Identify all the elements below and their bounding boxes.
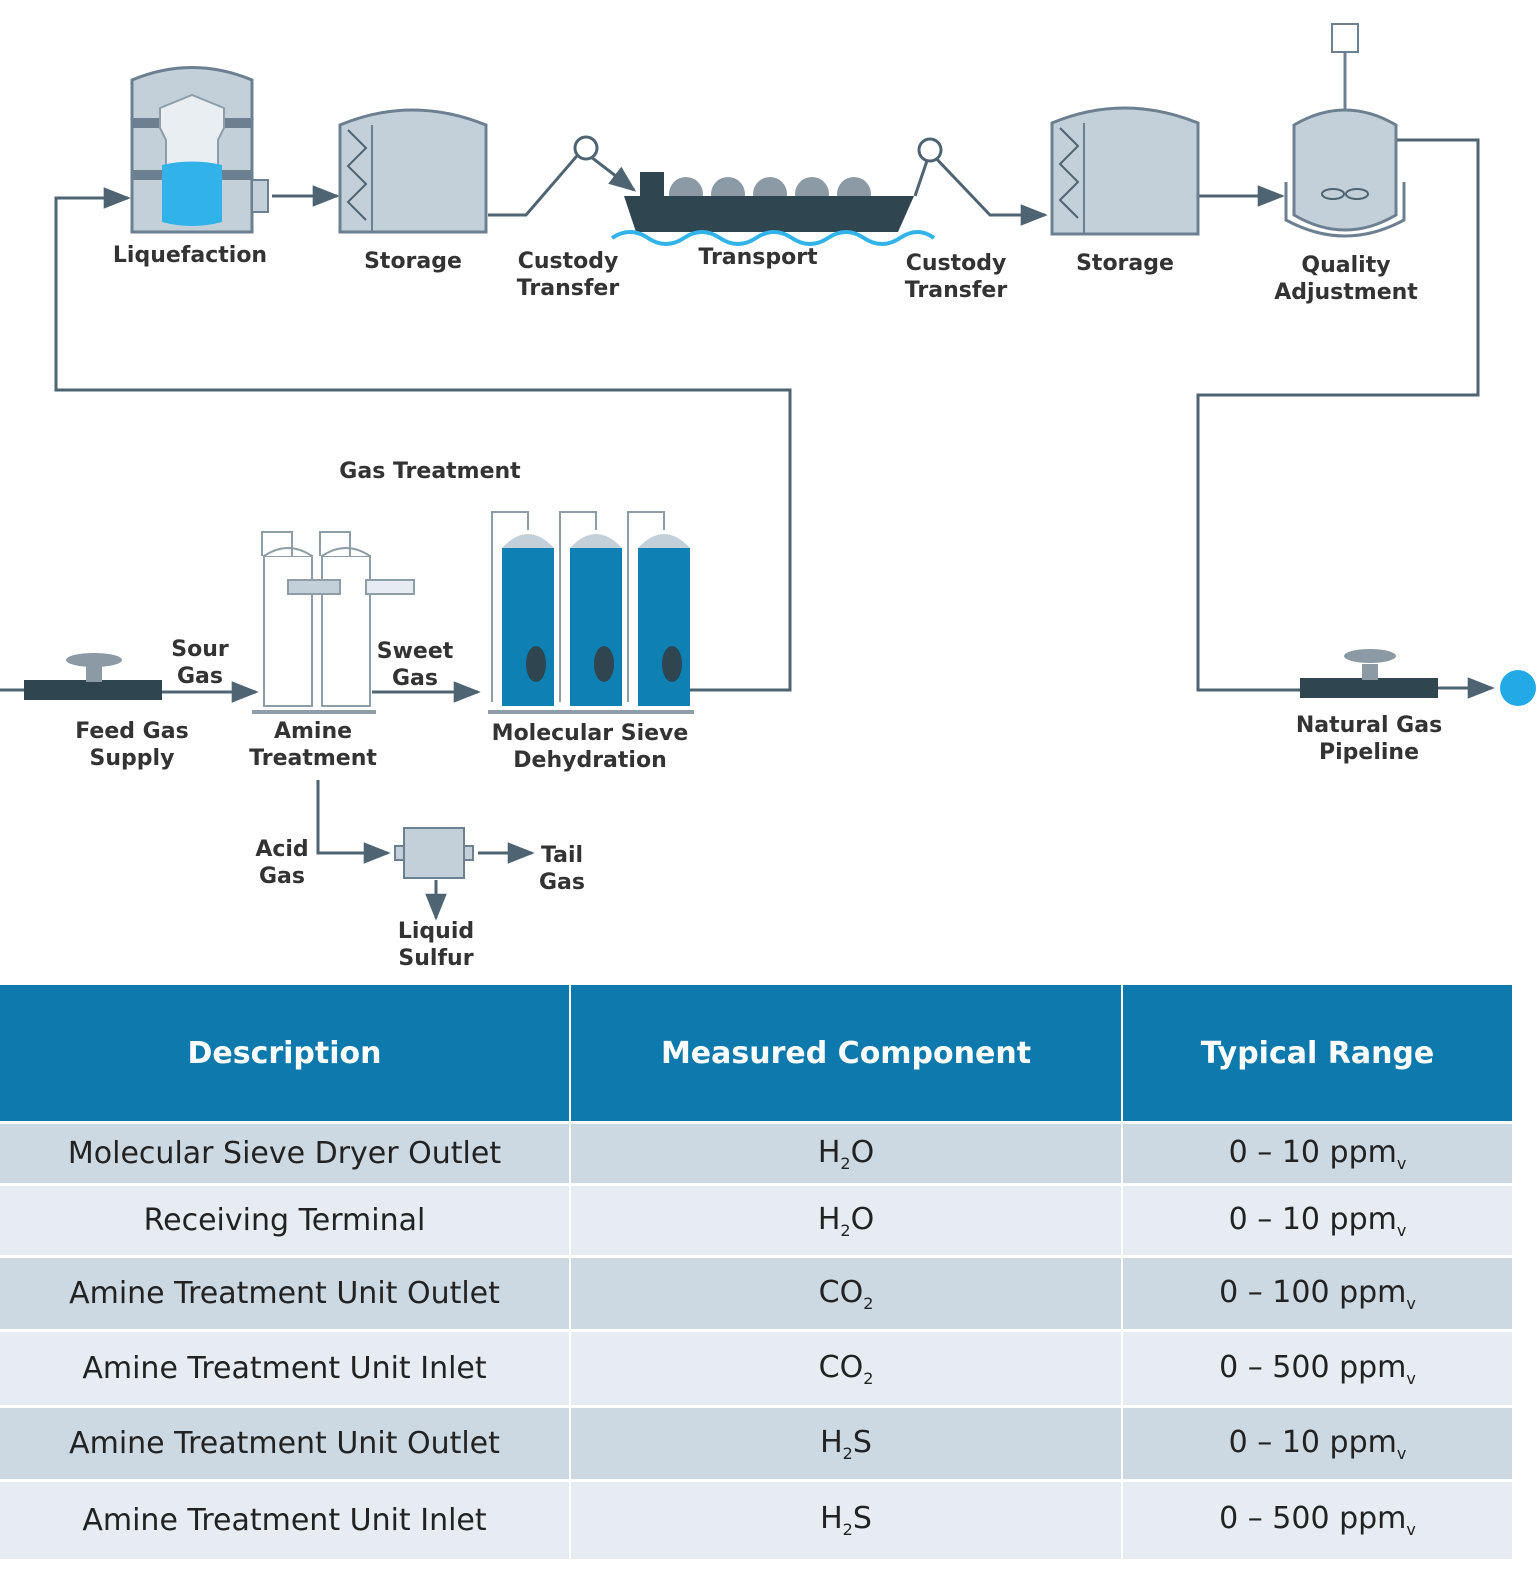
cell-range: 0 – 10 ppmv: [1122, 1183, 1512, 1257]
cell-component: H2O: [570, 1183, 1123, 1257]
lng-ship-icon: [610, 172, 936, 246]
table-row: Amine Treatment Unit Outlet H2S 0 – 10 p…: [0, 1405, 1512, 1481]
cell-range: 0 – 10 ppmv: [1122, 1121, 1512, 1185]
molecular-sieve-columns-icon: [488, 511, 694, 714]
label-gas-treatment: Gas Treatment: [339, 459, 521, 484]
label-feed-gas-supply: Feed Gas Supply: [75, 719, 189, 771]
flow-line-storage-to-ship: [488, 147, 637, 217]
pipeline-valve-icon: [1300, 649, 1438, 698]
label-custody-transfer-2: Custody Transfer: [904, 251, 1008, 303]
label-tail-gas: Tail Gas: [539, 843, 585, 895]
flow-line-dehydration-to-liquefaction: [54, 187, 792, 692]
label-sour-gas: Sour Gas: [171, 637, 229, 689]
cell-component: H2S: [570, 1479, 1123, 1559]
label-storage-1: Storage: [364, 249, 462, 274]
cell-component: CO2: [570, 1255, 1123, 1331]
process-flow-diagram: [0, 23, 1536, 921]
custody-transfer-1-icon: [573, 135, 599, 161]
pipeline-endpoint-dot: [1500, 670, 1536, 706]
cell-range: 0 – 10 ppmv: [1122, 1405, 1512, 1481]
feed-gas-valve-icon: [24, 653, 162, 700]
liquefaction-vessel-icon: [130, 66, 269, 234]
label-liquid-sulfur: Liquid Sulfur: [397, 919, 475, 971]
flow-line-quality-to-pipeline: [1196, 138, 1480, 692]
label-transport: Transport: [698, 245, 818, 270]
header-typical-range: Typical Range: [1122, 985, 1512, 1123]
table-row: Amine Treatment Unit Outlet CO2 0 – 100 …: [0, 1255, 1512, 1331]
label-quality-adjustment: Quality Adjustment: [1274, 253, 1418, 305]
cell-component: H2O: [570, 1121, 1123, 1185]
label-natural-gas-pipeline: Natural Gas Pipeline: [1295, 713, 1443, 765]
cell-description: Amine Treatment Unit Inlet: [0, 1479, 571, 1559]
cell-description: Amine Treatment Unit Outlet: [0, 1255, 571, 1331]
cell-description: Molecular Sieve Dryer Outlet: [0, 1121, 571, 1185]
label-sweet-gas: Sweet Gas: [376, 639, 454, 691]
label-storage-2: Storage: [1076, 251, 1174, 276]
cell-range: 0 – 500 ppmv: [1122, 1479, 1512, 1559]
table-row: Receiving Terminal H2O 0 – 10 ppmv: [0, 1183, 1512, 1257]
sulfur-recovery-unit-icon: [394, 827, 474, 879]
storage-tank-1-icon: [338, 108, 488, 234]
header-description: Description: [0, 985, 571, 1123]
flow-line-ship-to-storage: [913, 149, 1048, 226]
cell-description: Amine Treatment Unit Outlet: [0, 1405, 571, 1481]
cell-description: Receiving Terminal: [0, 1183, 571, 1257]
table-row: Amine Treatment Unit Inlet H2S 0 – 500 p…: [0, 1479, 1512, 1559]
label-liquefaction: Liquefaction: [112, 243, 268, 268]
storage-tank-2-icon: [1050, 106, 1200, 236]
cell-component: H2S: [570, 1405, 1123, 1481]
table-row: Molecular Sieve Dryer Outlet H2O 0 – 10 …: [0, 1121, 1512, 1185]
amine-treatment-columns-icon: [252, 531, 415, 714]
flow-line-acid-gas: [316, 780, 391, 864]
cell-range: 0 – 100 ppmv: [1122, 1255, 1512, 1331]
label-molecular-sieve-dehydration: Molecular Sieve Dehydration: [491, 721, 689, 773]
table-header-row: Description Measured Component Typical R…: [0, 985, 1512, 1123]
cell-description: Amine Treatment Unit Inlet: [0, 1329, 571, 1407]
quality-adjustment-reactor-icon: [1284, 23, 1406, 238]
header-measured-component: Measured Component: [570, 985, 1123, 1123]
measurement-table: Description Measured Component Typical R…: [0, 985, 1512, 1559]
custody-transfer-2-icon: [917, 137, 943, 163]
cell-range: 0 – 500 ppmv: [1122, 1329, 1512, 1407]
label-acid-gas: Acid Gas: [255, 837, 309, 889]
cell-component: CO2: [570, 1329, 1123, 1407]
label-custody-transfer-1: Custody Transfer: [516, 249, 620, 301]
label-amine-treatment: Amine Treatment: [249, 719, 377, 771]
table-row: Amine Treatment Unit Inlet CO2 0 – 500 p…: [0, 1329, 1512, 1407]
